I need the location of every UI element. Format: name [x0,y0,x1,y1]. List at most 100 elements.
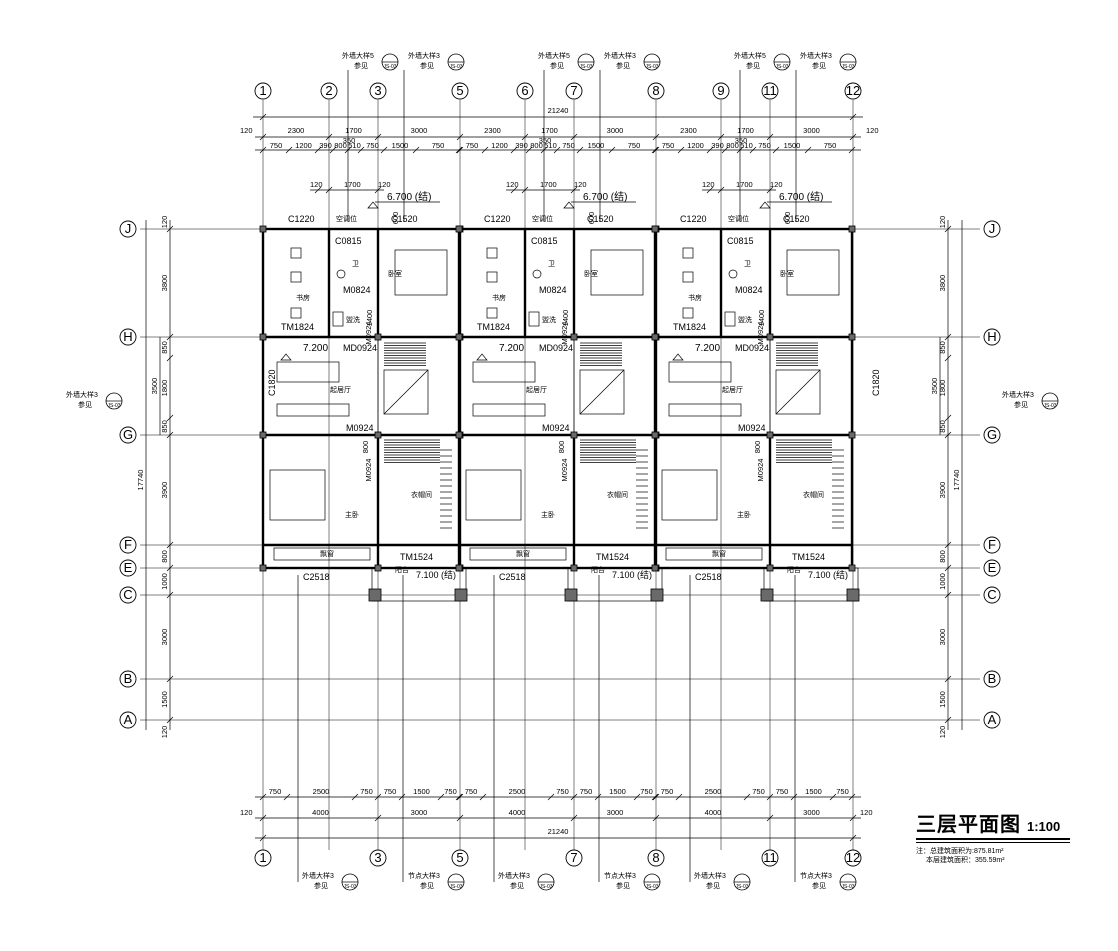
dim-vertical: 800 [160,550,169,563]
dim-tick [455,793,463,801]
dim-tick [790,793,798,801]
dim-vertical: 1800 [938,380,947,397]
balcony-outline [567,567,663,602]
room-study: 书房 [492,293,506,302]
grid-bubble-left-F [119,536,137,554]
callout-detail3-top: 外墙大样3 [408,51,440,60]
callout-detail5-ref: 参见 [550,61,564,70]
dim-tick [944,225,952,233]
grid-bubble-bottom-5 [451,849,469,867]
opening-tm1824: TM1824 [673,322,706,332]
dim-tick [521,186,529,194]
dim-tick [829,793,837,801]
dim-bottom-minor: 2500 [509,787,526,796]
dim-vertical-edge: 120 [160,726,169,739]
dim-top-minor: 390 [319,141,332,150]
room-aircon: 空调位 [336,214,357,223]
dim-top-minor: 800 [726,141,739,150]
dim-total-height-right: 17740 [952,470,961,491]
callout-node3: 节点大样3 [604,871,636,880]
dim-tick [652,146,660,154]
dim-window-800: 800 [557,441,566,454]
dim-tick [944,541,952,549]
dim-edge-bl: 120 [240,808,253,817]
room-wash: 盥洗 [738,315,752,324]
structural-column [374,564,382,572]
callout-detail5-ref: 参见 [354,61,368,70]
structural-column [570,431,578,439]
structural-column [766,333,774,341]
grid-bubble-bottom-8 [647,849,665,867]
grid-bubble-left-C [119,586,137,604]
dim-tick [481,146,489,154]
dim-tick [717,186,725,194]
dim-tick [351,793,359,801]
dim-tick [437,793,445,801]
dim-top-minor: 1500 [392,141,409,150]
dim-window-800: 800 [361,441,370,454]
dim-tick [944,716,952,724]
bed-icon [661,469,718,521]
dim-bottom-minor: 750 [556,787,569,796]
structural-column [259,225,267,233]
grid-bubble-top-2 [320,82,338,100]
level-roof: 6.700 (结) [779,190,823,203]
dim-tick [525,146,533,154]
dim-tick [166,431,174,439]
dim-tick [166,541,174,549]
dim-tick [166,414,174,422]
dim-tick [314,146,322,154]
structural-column [848,333,856,341]
dim-unit-sub-b: 1700 [736,180,753,189]
grid-bubble-bottom-12-label: 12 [846,850,860,865]
dim-bottom-minor: 1500 [609,787,626,796]
dim-tick [259,146,267,154]
dim-tick [849,814,857,822]
grid-bubble-top-2-label: 2 [325,83,332,98]
callout-detail3-top-ref: 参见 [420,61,434,70]
dim-tick [849,113,857,121]
dim-top-minor: 750 [432,141,445,150]
dim-unit-sub-c: 120 [574,180,587,189]
dim-tick [766,793,774,801]
dim-vertical: 800 [938,550,947,563]
dim-group-3500-r: 3500 [930,378,939,395]
dim-vertical: 850 [160,420,169,433]
callout-detail3-right: 外墙大样3 [1002,390,1034,399]
dim-vertical: 3000 [160,629,169,646]
level-marker [367,201,379,209]
drawing-title: 三层平面图 [916,814,1021,836]
dim-tick [166,591,174,599]
callout-detail3-top-sheet: JS-03 [645,64,658,70]
dim-vertical: 3800 [938,275,947,292]
dim-tick [259,793,267,801]
dim-tick [510,146,518,154]
room-bedroom: 卧室 [388,269,402,278]
dim-tick [374,133,382,141]
level-marker [759,201,771,209]
dim-tick [570,814,578,822]
dim-tick [412,146,420,154]
level-roof: 6.700 (结) [387,190,431,203]
callout-node3-ref: 参见 [616,881,630,890]
callout-detail5-sheet: JS-03 [775,64,788,70]
dim-tick [398,793,406,801]
dim-top-minor: 750 [466,141,479,150]
dim-tick [944,354,952,362]
dim-bottom-minor: 2500 [705,787,722,796]
callout-node3-ref: 参见 [812,881,826,890]
dim-unit-sub-c: 120 [770,180,783,189]
dim-tick [325,133,333,141]
structural-column [570,564,578,572]
structural-column [848,225,856,233]
dim-bottom-minor: 750 [360,787,373,796]
dim-edge-br: 120 [860,808,873,817]
grid-bubble-bottom-3 [369,849,387,867]
toilet-icon [532,269,542,279]
opening-m0924: M0924 [346,423,374,433]
grid-bubble-left-E-label: E [124,560,133,575]
dim-tick [166,675,174,683]
dim-total-width-bottom: 21240 [548,827,569,836]
dim-bottom-minor: 750 [384,787,397,796]
